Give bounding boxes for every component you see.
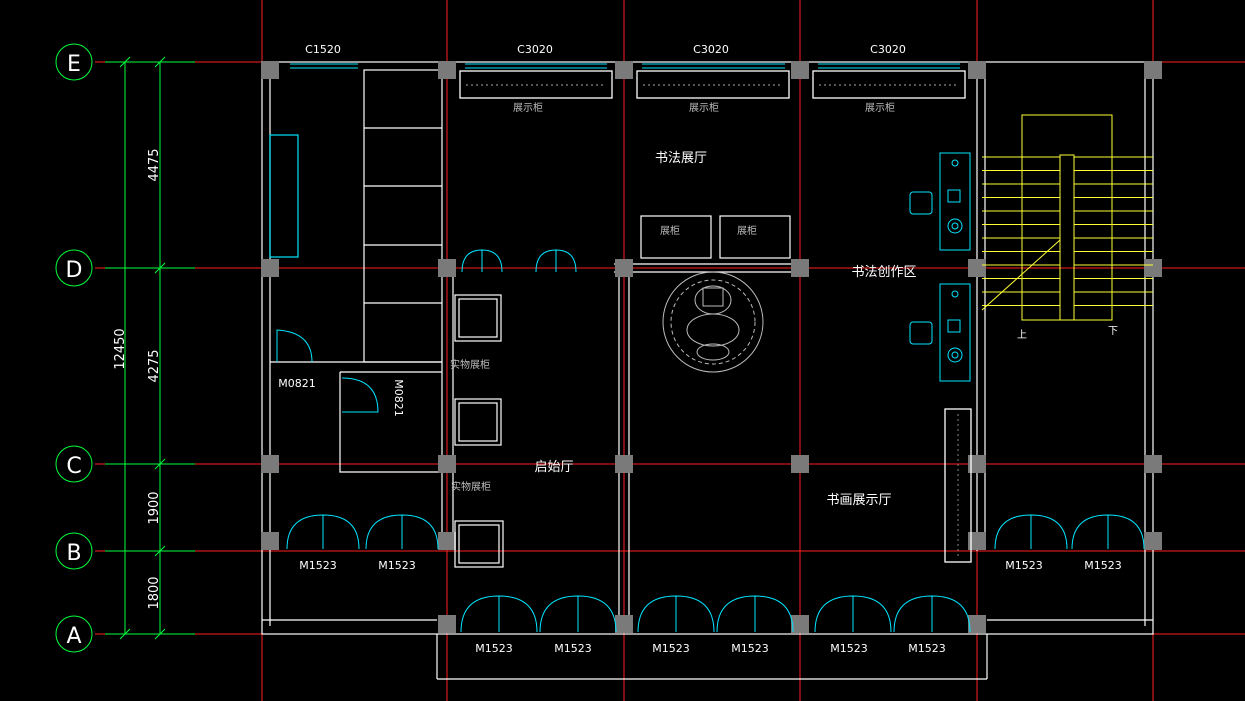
- door-labels: M0821 M0821 M1523 M1523 M1523 M1523 M152…: [278, 377, 1122, 655]
- door-label-b-4: M1523: [1084, 559, 1122, 572]
- dimension-text: 12450 4475 4275 1900 1800: [113, 148, 162, 609]
- door-label-b-3: M1523: [1005, 559, 1043, 572]
- room-painting-hall: 书画展示厅: [826, 493, 891, 508]
- object-cabinet-label-1: 实物展柜: [450, 358, 490, 371]
- double-door-partition: [481, 249, 503, 273]
- column: [791, 615, 809, 633]
- column: [1144, 532, 1162, 550]
- axis-label-b: B: [66, 541, 81, 566]
- column: [261, 532, 279, 550]
- doors: [276, 249, 1145, 633]
- dimension-e-d: 4475: [147, 148, 162, 181]
- axis-label-e: E: [67, 52, 81, 77]
- window-labels: C1520 C3020 C3020 C3020: [305, 43, 906, 56]
- column: [791, 455, 809, 473]
- dimension-lines: [105, 56, 195, 640]
- column: [968, 532, 986, 550]
- column: [261, 259, 279, 277]
- window-label-1: C1520: [305, 43, 341, 56]
- double-door-row-a: [675, 595, 715, 633]
- door-label-a-1: M1523: [475, 642, 513, 655]
- column: [438, 61, 456, 79]
- double-door-row-a: [577, 595, 617, 633]
- door-label-m0821-2: M0821: [392, 379, 405, 417]
- calligraphy-desks: [909, 152, 971, 382]
- double-door-row-a: [931, 595, 971, 633]
- single-door: [341, 377, 379, 413]
- window-label-2: C3020: [517, 43, 553, 56]
- column: [968, 259, 986, 277]
- painting-display-cabinet: [944, 408, 972, 563]
- room-labels: 书法展厅 书法创作区 启始厅 书画展示厅: [534, 151, 916, 508]
- door-label-a-3: M1523: [652, 642, 690, 655]
- column: [968, 455, 986, 473]
- dimension-c-b: 1900: [147, 491, 162, 524]
- door-label-a-2: M1523: [554, 642, 592, 655]
- door-label-a-5: M1523: [830, 642, 868, 655]
- single-door: [276, 329, 313, 363]
- axis-label-d: D: [66, 258, 83, 283]
- door-label-a-4: M1523: [731, 642, 769, 655]
- axis-label-a: A: [66, 624, 81, 649]
- dimension-d-c: 4275: [147, 349, 162, 382]
- column: [438, 532, 456, 550]
- dimension-b-a: 1800: [147, 576, 162, 609]
- window-label-3: C3020: [693, 43, 729, 56]
- display-cabinet-label-3: 展示柜: [865, 101, 895, 114]
- column: [438, 455, 456, 473]
- door-label-b-2: M1523: [378, 559, 416, 572]
- axis-label-c: C: [66, 454, 81, 479]
- door-label-b-1: M1523: [299, 559, 337, 572]
- column: [1144, 455, 1162, 473]
- double-door-row-b: [401, 514, 439, 550]
- column: [615, 615, 633, 633]
- window-label-4: C3020: [870, 43, 906, 56]
- double-door-partition: [555, 249, 577, 273]
- column: [438, 259, 456, 277]
- room-calligraphy-hall: 书法展厅: [655, 151, 707, 166]
- column: [1144, 259, 1162, 277]
- column: [791, 61, 809, 79]
- exhibit-cabinet-label-1: 展柜: [660, 224, 680, 237]
- display-cabinets-top: [459, 70, 966, 99]
- windows: [290, 63, 960, 69]
- double-door-row-b: [322, 514, 360, 550]
- exhibit-cabinet-label-2: 展柜: [737, 224, 757, 237]
- room-entrance-hall: 启始厅: [534, 460, 573, 475]
- column: [968, 615, 986, 633]
- stair-labels: 上 下: [1017, 326, 1118, 341]
- column: [615, 61, 633, 79]
- door-label-m0821-1: M0821: [278, 377, 316, 390]
- walls: [261, 61, 1154, 680]
- room-calligraphy-studio: 书法创作区: [851, 265, 916, 280]
- column: [791, 259, 809, 277]
- dimension-total: 12450: [113, 328, 128, 369]
- column: [1144, 61, 1162, 79]
- object-cabinet-label-2: 实物展柜: [451, 480, 491, 493]
- double-door-row-a: [852, 595, 892, 633]
- center-exhibit-cabinets: [640, 215, 791, 259]
- column: [438, 615, 456, 633]
- column: [615, 455, 633, 473]
- double-door-row-b: [1030, 514, 1068, 550]
- axis-bubbles: E D C B A: [55, 43, 93, 653]
- double-door-row-b: [1107, 514, 1145, 550]
- column: [968, 61, 986, 79]
- column: [261, 455, 279, 473]
- object-cabinets: [454, 294, 504, 568]
- double-door-row-a: [754, 595, 794, 633]
- display-cabinet-label-2: 展示柜: [689, 101, 719, 114]
- display-cabinet-label-1: 展示柜: [513, 101, 543, 114]
- double-door-row-a: [498, 595, 538, 633]
- door-label-a-6: M1523: [908, 642, 946, 655]
- stair: [981, 114, 1153, 321]
- floor-emblem: [662, 271, 764, 373]
- furniture-labels: 展示柜 展示柜 展示柜 展柜 展柜 实物展柜 实物展柜: [450, 101, 895, 493]
- stair-down-label: 下: [1108, 326, 1118, 337]
- column: [615, 259, 633, 277]
- stair-up-label: 上: [1017, 329, 1027, 341]
- structural-columns: [261, 61, 1162, 633]
- column: [261, 61, 279, 79]
